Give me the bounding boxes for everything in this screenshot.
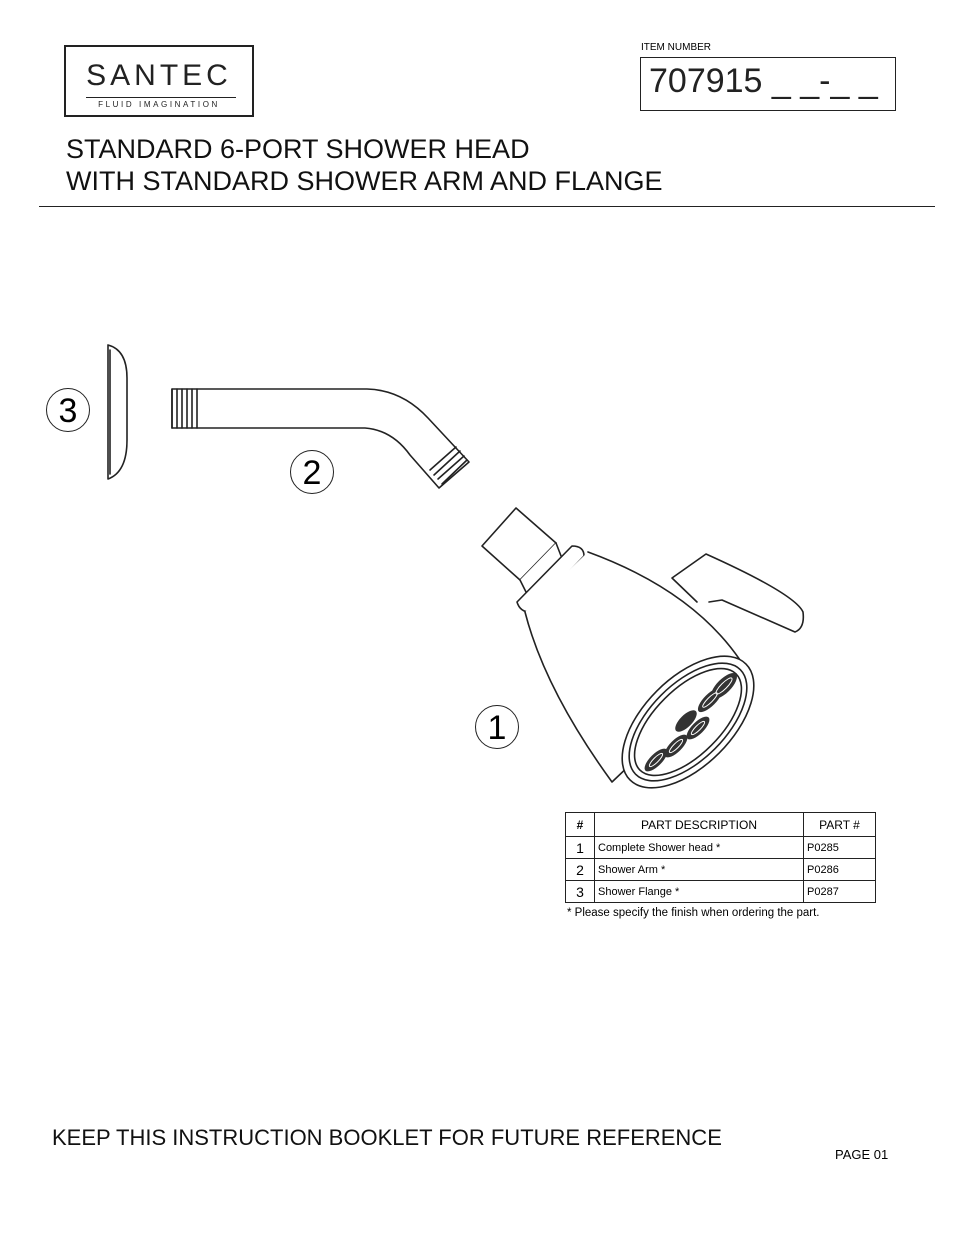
logo-tagline: FLUID IMAGINATION [98,100,220,109]
page-title: STANDARD 6-PORT SHOWER HEAD WITH STANDAR… [66,133,663,197]
finish-note: * Please specify the finish when orderin… [567,907,820,919]
row-number: 1 [565,836,595,859]
page-number: PAGE 01 [835,1147,889,1162]
row-part-number: P0287 [803,880,876,903]
header-number: # [565,812,595,837]
row-description: Shower Arm * [594,858,804,881]
footer-notice: KEEP THIS INSTRUCTION BOOKLET FOR FUTURE… [52,1125,722,1150]
header-part-number: PART # [803,812,876,837]
parts-table: # PART DESCRIPTION PART # 1 Complete Sho… [565,812,876,903]
callout-1: 1 [475,705,519,749]
table-header-row: # PART DESCRIPTION PART # [565,812,876,837]
callout-3: 3 [46,388,90,432]
table-row: 3 Shower Flange * P0287 [565,880,876,903]
callout-2: 2 [290,450,334,494]
shower-flange-drawing [107,344,128,480]
header-description: PART DESCRIPTION [594,812,804,837]
row-number: 3 [565,880,595,903]
row-part-number: P0286 [803,858,876,881]
title-line-2: WITH STANDARD SHOWER ARM AND FLANGE [66,166,663,196]
table-row: 2 Shower Arm * P0286 [565,858,876,881]
title-line-1: STANDARD 6-PORT SHOWER HEAD [66,134,530,164]
title-divider [39,206,935,207]
santec-logo: SANTEC FLUID IMAGINATION [64,45,254,117]
shower-head-drawing [481,507,805,789]
row-description: Complete Shower head * [594,836,804,859]
item-number-box: 707915 _ _-_ _ [640,57,896,111]
logo-name: SANTEC [86,59,232,92]
shower-arm-drawing [171,388,470,489]
table-row: 1 Complete Shower head * P0285 [565,836,876,859]
row-number: 2 [565,858,595,881]
row-part-number: P0285 [803,836,876,859]
item-number-label: ITEM NUMBER [641,42,711,53]
logo-divider [86,97,236,98]
row-description: Shower Flange * [594,880,804,903]
